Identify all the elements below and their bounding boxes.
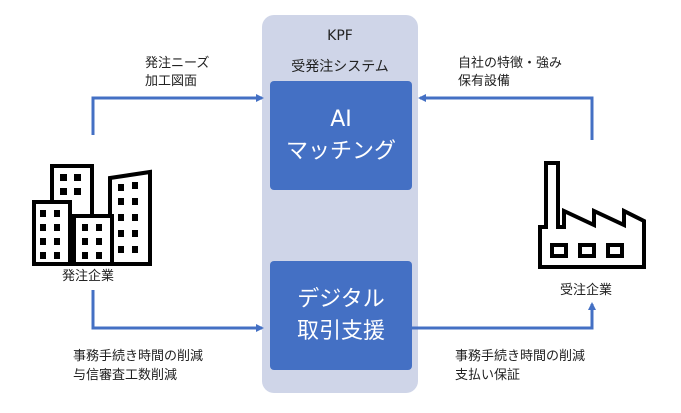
arrow-trade-to-contractor [412, 302, 596, 330]
arrow-orderer-to-trade [91, 290, 264, 332]
arrow-contractor-to-ai [418, 94, 594, 140]
office-buildings-icon [32, 164, 152, 266]
contractor-company-label: 受注企業 [560, 283, 613, 298]
platform-system-label: 受発注システム [291, 59, 389, 75]
orderer-needs-line1: 発注ニーズ [145, 56, 210, 71]
contractor-strengths-line2: 保有設備 [458, 74, 511, 89]
contractor-strengths-line1: 自社の特徴・強み [458, 56, 563, 71]
contractor-benefit-line2: 支払い保証 [455, 368, 521, 383]
ai-matching-box: AI マッチング [270, 81, 412, 190]
ai-matching-line1: AI [330, 106, 352, 132]
factory-icon [538, 161, 646, 269]
orderer-needs-line2: 加工図面 [145, 74, 198, 89]
platform-name: KPF [327, 28, 353, 44]
orderer-benefit-line1: 事務手続き時間の削減 [73, 349, 204, 364]
orderer-company-label: 発注企業 [62, 269, 115, 284]
arrow-orderer-to-ai [91, 94, 264, 135]
ai-matching-line2: マッチング [285, 138, 396, 164]
digital-trade-box: デジタル 取引支援 [270, 261, 412, 370]
digital-trade-line2: 取引支援 [296, 318, 385, 344]
digital-trade-line1: デジタル [297, 286, 385, 312]
orderer-benefit-line2: 与信審査工数削減 [73, 368, 178, 383]
contractor-benefit-line1: 事務手続き時間の削減 [455, 349, 586, 364]
